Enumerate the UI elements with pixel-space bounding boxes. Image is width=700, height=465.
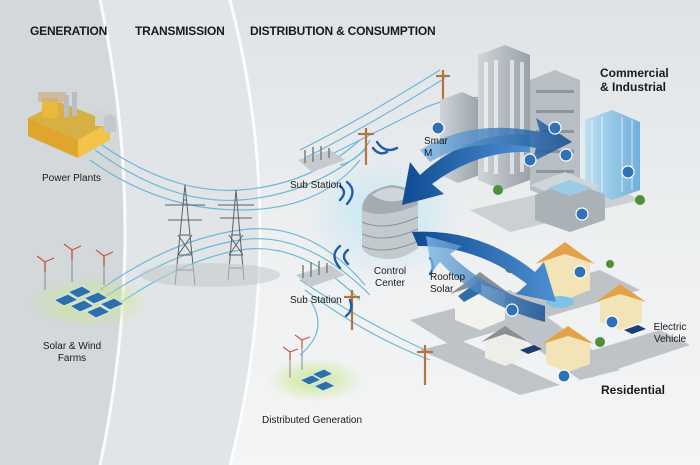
utility-poles — [344, 70, 450, 385]
label-distributed-generation: Distributed Generation — [262, 415, 363, 426]
sub-station-top — [298, 146, 345, 172]
arrow-to-residential — [412, 231, 556, 302]
flow-arrows — [402, 118, 572, 322]
generation-panel — [0, 0, 125, 465]
label-residential: Residential — [601, 383, 666, 397]
arrow-from-commercial — [402, 134, 530, 205]
signal-waves — [333, 140, 435, 318]
solar-wind-farm — [36, 243, 126, 319]
distributed-generation — [282, 334, 337, 392]
section-header-transmission: TRANSMISSION — [135, 24, 225, 38]
arrow-to-commercial — [420, 118, 572, 162]
section-header-generation: GENERATION — [30, 24, 108, 38]
sub-station-bottom — [296, 261, 345, 287]
label-commercial-industrial: Commercial& Industrial — [600, 66, 669, 94]
label-sub-station-bottom: Sub Station — [290, 295, 342, 306]
label-sub-station-top: Sub Station — [290, 180, 342, 191]
smart-meters — [431, 121, 635, 383]
section-header-distribution: DISTRIBUTION & CONSUMPTION — [250, 24, 436, 38]
power-plant — [28, 92, 116, 158]
label-power-plants: Power Plants — [42, 173, 101, 184]
arrow-from-residential — [426, 236, 545, 322]
